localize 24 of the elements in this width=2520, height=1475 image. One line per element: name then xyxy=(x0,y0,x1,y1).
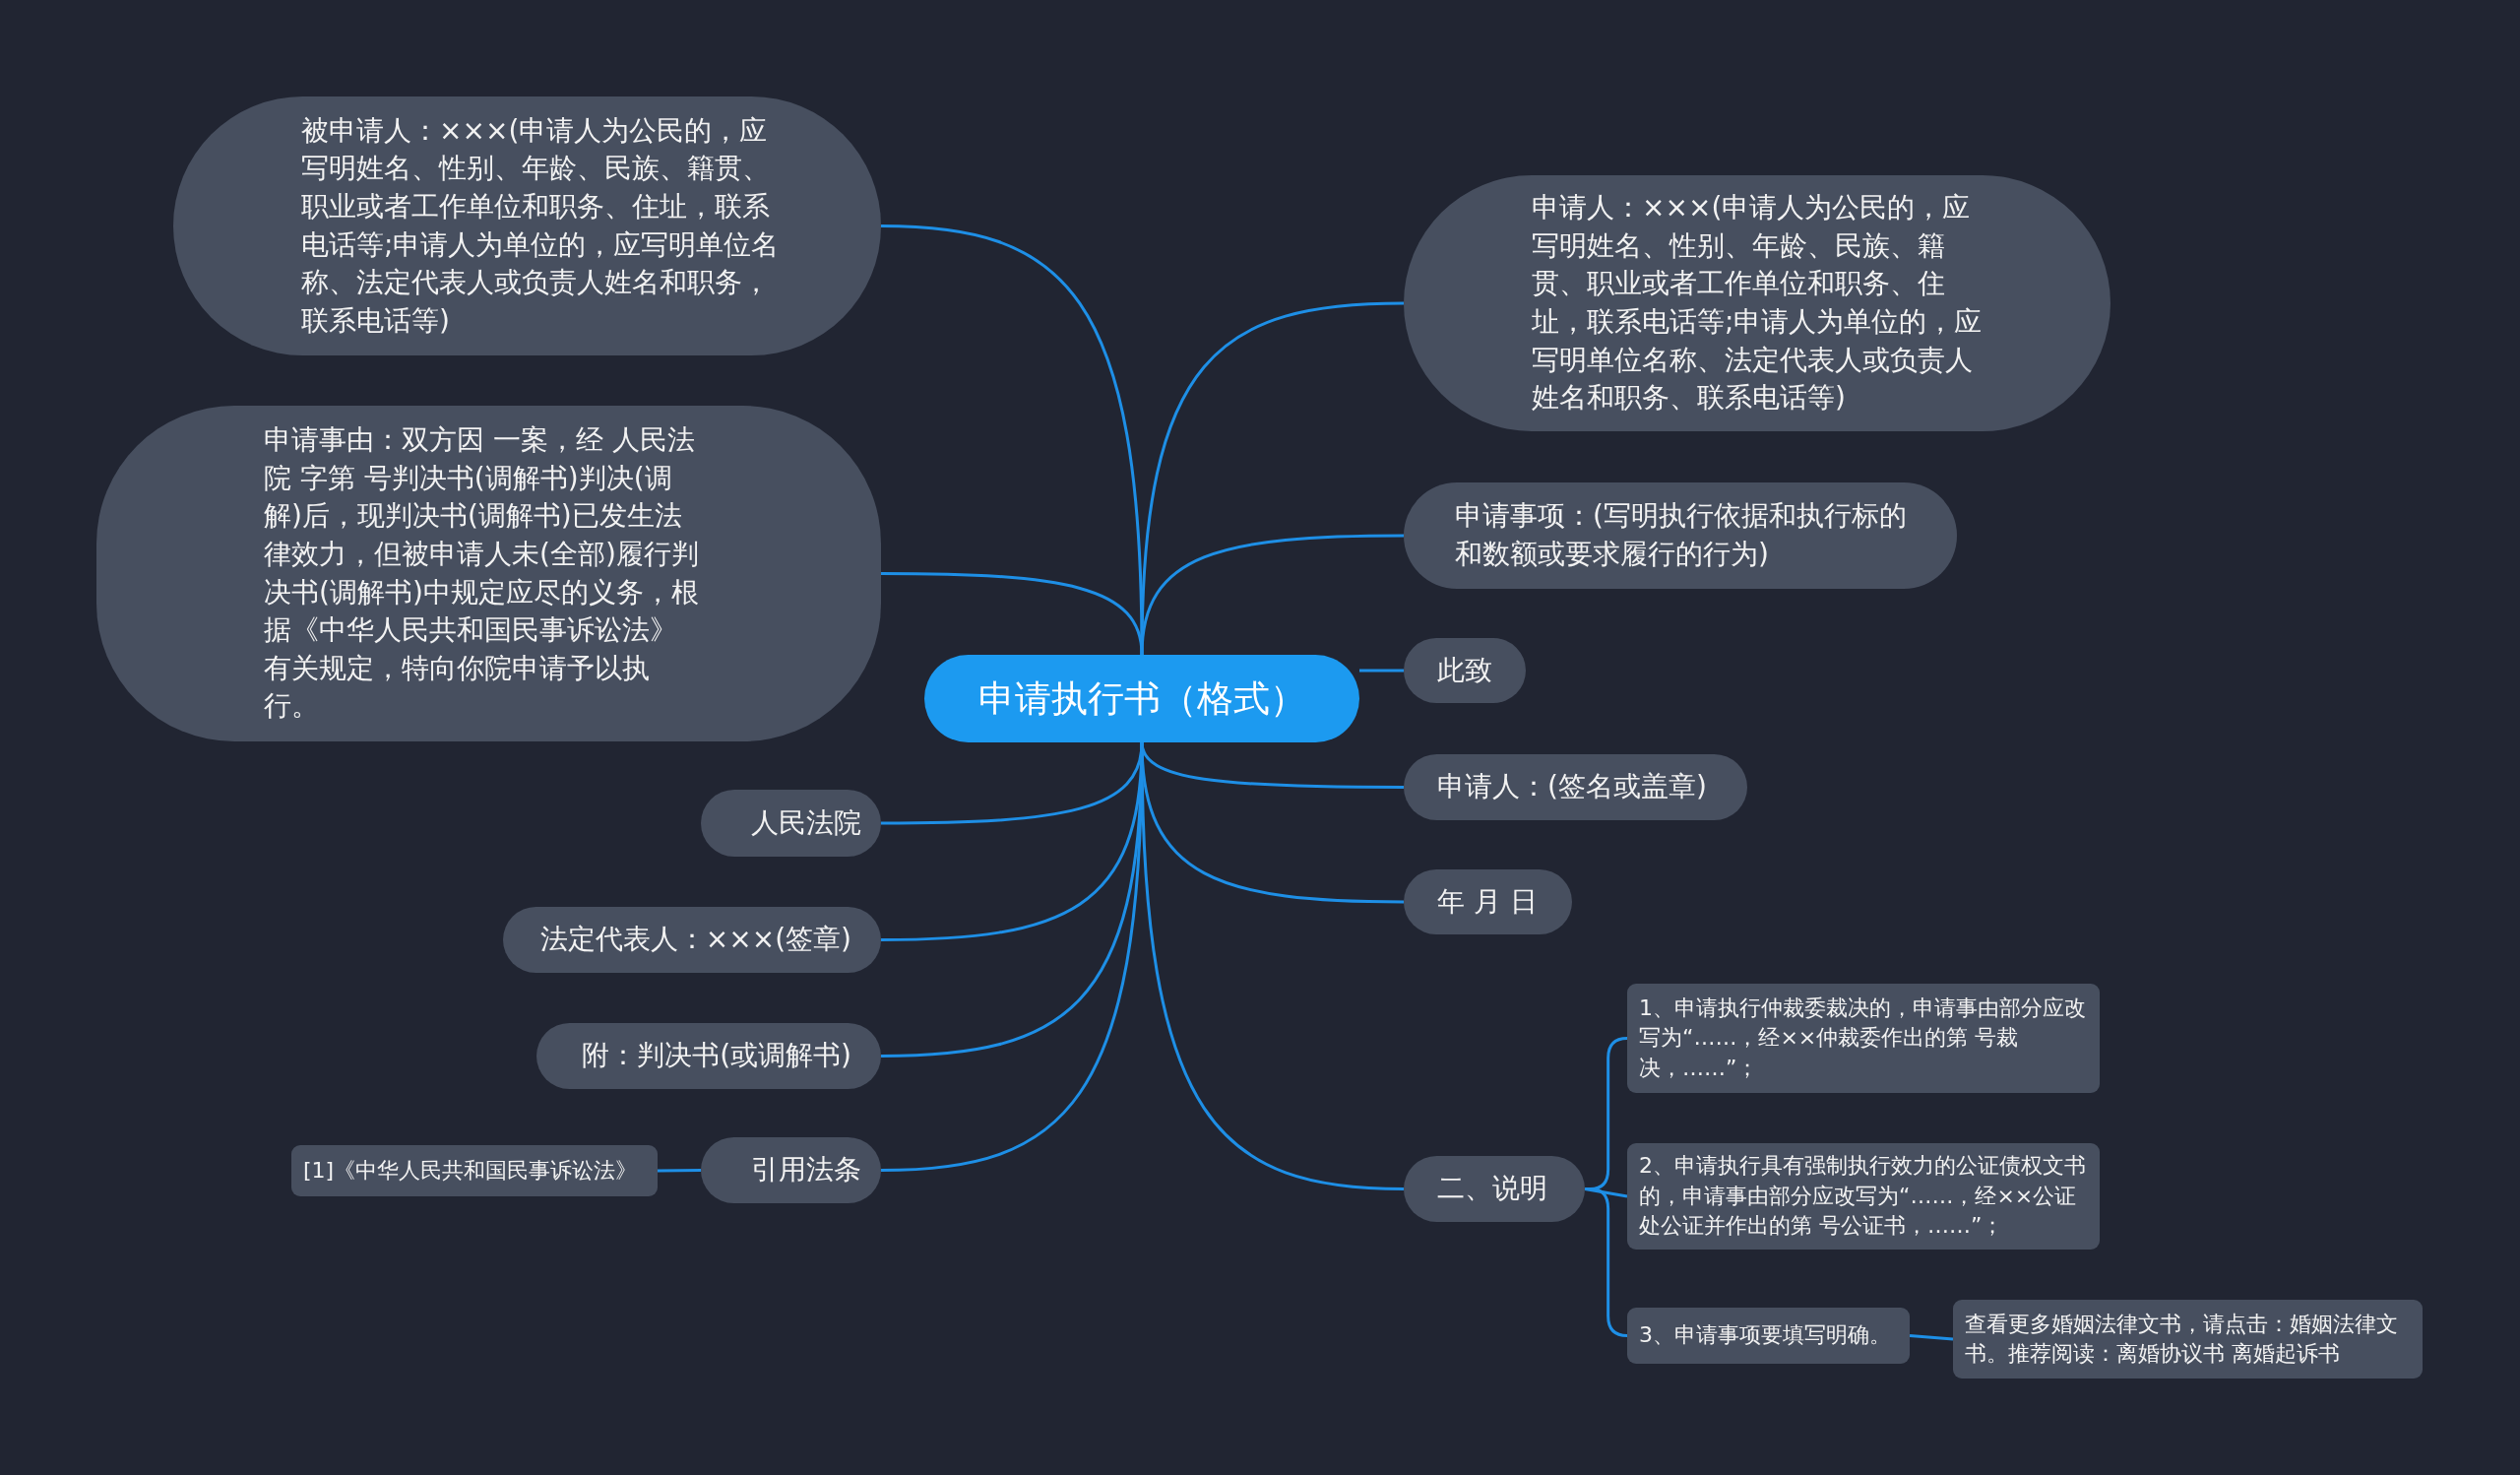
topic-bubble: 被申请人：×××(申请人为公民的，应写明姓名、性别、年龄、民族、籍贯、职业或者工作单位和职务、住址，联系电话等;申请人为单位的，应写明单位名称、法定代表人或负责人姓名和职务，联系电话等) xyxy=(173,96,881,355)
topic-bubble: 法定代表人：×××(签章) xyxy=(503,907,881,973)
connector-line xyxy=(658,1169,701,1173)
topic-bubble: 引用法条 xyxy=(701,1137,881,1203)
central-topic: 申请执行书（格式） xyxy=(924,655,1359,742)
connector-line xyxy=(881,572,1144,656)
note-card: 3、申请事项要填写明确。 xyxy=(1627,1308,1910,1364)
topic-bubble: 年 月 日 xyxy=(1404,869,1572,934)
topic-bubble: 此致 xyxy=(1404,638,1526,703)
note-card: 2、申请执行具有强制执行效力的公证债权文书的，申请事由部分应改写为“……，经××公证处公证并作出的第 号公证书，……”； xyxy=(1627,1143,2100,1250)
note-card: [1]《中华人民共和国民事诉讼法》 xyxy=(291,1145,658,1196)
topic-bubble: 附：判决书(或调解书) xyxy=(536,1023,881,1089)
topic-bubble: 申请事项：(写明执行依据和执行标的和数额或要求履行的行为) xyxy=(1404,482,1957,589)
topic-bubble: 申请人：(签名或盖章) xyxy=(1404,754,1747,820)
connector-line xyxy=(1140,534,1404,656)
note-card: 1、申请执行仲裁委裁决的，申请事由部分应改写为“……，经××仲裁委作出的第 号裁决，……”； xyxy=(1627,984,2100,1093)
topic-bubble: 二、说明 xyxy=(1404,1156,1585,1222)
connector-line xyxy=(1585,1187,1628,1337)
topic-bubble: 申请人：×××(申请人为公民的，应写明姓名、性别、年龄、民族、籍贯、职业或者工作单位和职务、住址，联系电话等;申请人为单位的，应写明单位名称、法定代表人或负责人姓名和职务、联系电话等) xyxy=(1404,175,2110,431)
topic-bubble: 人民法院 xyxy=(701,790,881,857)
note-card: 查看更多婚姻法律文书，请点击：婚姻法律文书。推荐阅读：离婚协议书 离婚起诉书 xyxy=(1953,1300,2423,1379)
connector-line xyxy=(1359,669,1404,673)
connector-line xyxy=(1909,1334,1954,1341)
topic-bubble: 申请事由：双方因 一案，经 人民法院 字第 号判决书(调解书)判决(调解)后，现判决书(调解书)已发生法律效力，但被申请人未(全部)履行判决书(调解书)中规定应尽的义务，根据《中华人民共和国民事诉讼法》有关规定，特向你院申请予以执行。 xyxy=(96,406,881,741)
